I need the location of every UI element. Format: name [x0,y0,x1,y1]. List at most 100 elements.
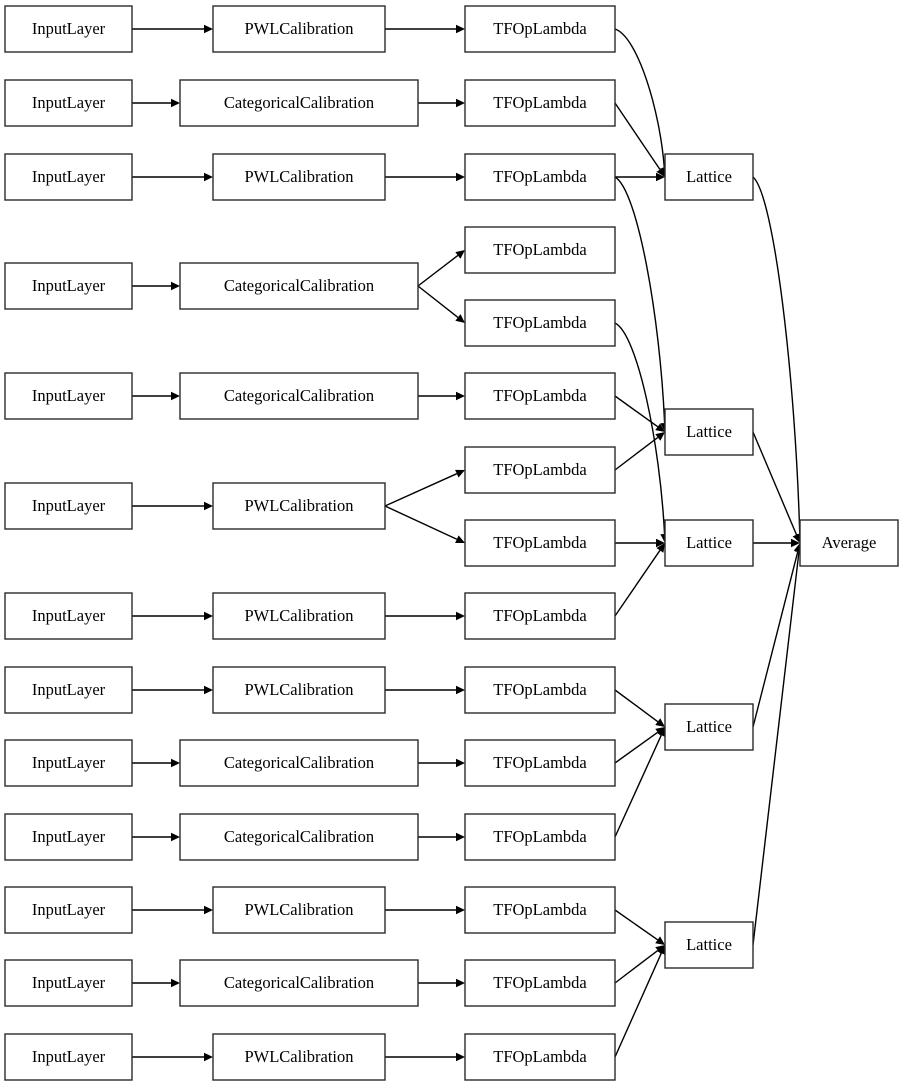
node-cal10[interactable]: CategoricalCalibration [179,813,419,861]
node-box-in5[interactable] [4,372,133,420]
node-box-cal10[interactable] [179,813,419,861]
node-in2[interactable]: InputLayer [4,79,133,127]
node-box-cal7[interactable] [212,592,386,640]
node-box-cal11[interactable] [212,886,386,934]
node-cal2[interactable]: CategoricalCalibration [179,79,419,127]
node-box-in8[interactable] [4,666,133,714]
node-box-op8[interactable] [464,519,616,567]
node-avg[interactable]: Average [799,519,899,567]
node-box-lat3[interactable] [664,519,754,567]
node-box-op6[interactable] [464,372,616,420]
node-op5[interactable]: TFOpLambda [464,299,616,347]
node-op1[interactable]: TFOpLambda [464,5,616,53]
node-lat1[interactable]: Lattice [664,153,754,201]
node-box-op9[interactable] [464,592,616,640]
node-box-cal9[interactable] [179,739,419,787]
node-in8[interactable]: InputLayer [4,666,133,714]
node-box-in13[interactable] [4,1033,133,1081]
node-in4[interactable]: InputLayer [4,262,133,310]
node-box-op5[interactable] [464,299,616,347]
node-box-in11[interactable] [4,886,133,934]
edge-layer [132,24,804,1062]
node-box-in4[interactable] [4,262,133,310]
node-box-op2[interactable] [464,79,616,127]
node-op4[interactable]: TFOpLambda [464,226,616,274]
node-box-cal1[interactable] [212,5,386,53]
node-in3[interactable]: InputLayer [4,153,133,201]
node-cal12[interactable]: CategoricalCalibration [179,959,419,1007]
node-op8[interactable]: TFOpLambda [464,519,616,567]
node-cal5[interactable]: CategoricalCalibration [179,372,419,420]
node-box-op10[interactable] [464,666,616,714]
node-box-cal13[interactable] [212,1033,386,1081]
node-box-in7[interactable] [4,592,133,640]
node-in11[interactable]: InputLayer [4,886,133,934]
node-box-cal8[interactable] [212,666,386,714]
node-box-lat2[interactable] [664,408,754,456]
node-lat3[interactable]: Lattice [664,519,754,567]
node-box-in12[interactable] [4,959,133,1007]
node-in7[interactable]: InputLayer [4,592,133,640]
node-box-in2[interactable] [4,79,133,127]
node-in10[interactable]: InputLayer [4,813,133,861]
node-box-avg[interactable] [799,519,899,567]
node-op15[interactable]: TFOpLambda [464,1033,616,1081]
node-box-in6[interactable] [4,482,133,530]
node-op11[interactable]: TFOpLambda [464,739,616,787]
node-in5[interactable]: InputLayer [4,372,133,420]
node-cal1[interactable]: PWLCalibration [212,5,386,53]
node-lat2[interactable]: Lattice [664,408,754,456]
node-label-cal10: CategoricalCalibration [224,827,374,846]
node-in1[interactable]: InputLayer [4,5,133,53]
node-op13[interactable]: TFOpLambda [464,886,616,934]
node-box-op13[interactable] [464,886,616,934]
node-op10[interactable]: TFOpLambda [464,666,616,714]
node-cal3[interactable]: PWLCalibration [212,153,386,201]
node-box-lat1[interactable] [664,153,754,201]
node-box-cal12[interactable] [179,959,419,1007]
node-box-op4[interactable] [464,226,616,274]
node-label-op12: TFOpLambda [493,827,587,846]
node-op2[interactable]: TFOpLambda [464,79,616,127]
node-cal9[interactable]: CategoricalCalibration [179,739,419,787]
node-op12[interactable]: TFOpLambda [464,813,616,861]
node-box-op3[interactable] [464,153,616,201]
node-box-in10[interactable] [4,813,133,861]
node-in6[interactable]: InputLayer [4,482,133,530]
node-box-cal5[interactable] [179,372,419,420]
node-lat5[interactable]: Lattice [664,921,754,969]
node-box-in1[interactable] [4,5,133,53]
node-box-cal6[interactable] [212,482,386,530]
edge-op3-to-lat2 [614,176,666,424]
node-op14[interactable]: TFOpLambda [464,959,616,1007]
node-box-op11[interactable] [464,739,616,787]
node-op6[interactable]: TFOpLambda [464,372,616,420]
node-box-op14[interactable] [464,959,616,1007]
node-in9[interactable]: InputLayer [4,739,133,787]
node-box-op1[interactable] [464,5,616,53]
node-box-op7[interactable] [464,446,616,494]
node-in12[interactable]: InputLayer [4,959,133,1007]
node-cal8[interactable]: PWLCalibration [212,666,386,714]
node-cal7[interactable]: PWLCalibration [212,592,386,640]
node-box-in9[interactable] [4,739,133,787]
node-box-cal2[interactable] [179,79,419,127]
node-box-op15[interactable] [464,1033,616,1081]
node-in13[interactable]: InputLayer [4,1033,133,1081]
node-lat4[interactable]: Lattice [664,703,754,751]
node-cal11[interactable]: PWLCalibration [212,886,386,934]
node-cal13[interactable]: PWLCalibration [212,1033,386,1081]
node-cal4[interactable]: CategoricalCalibration [179,262,419,310]
node-box-op12[interactable] [464,813,616,861]
node-op3[interactable]: TFOpLambda [464,153,616,201]
node-op9[interactable]: TFOpLambda [464,592,616,640]
node-box-cal3[interactable] [212,153,386,201]
node-box-in3[interactable] [4,153,133,201]
node-box-cal4[interactable] [179,262,419,310]
node-label-in13: InputLayer [32,1047,106,1066]
node-op7[interactable]: TFOpLambda [464,446,616,494]
node-box-lat4[interactable] [664,703,754,751]
node-cal6[interactable]: PWLCalibration [212,482,386,530]
node-box-lat5[interactable] [664,921,754,969]
edge-op2-to-lat1 [614,102,661,170]
